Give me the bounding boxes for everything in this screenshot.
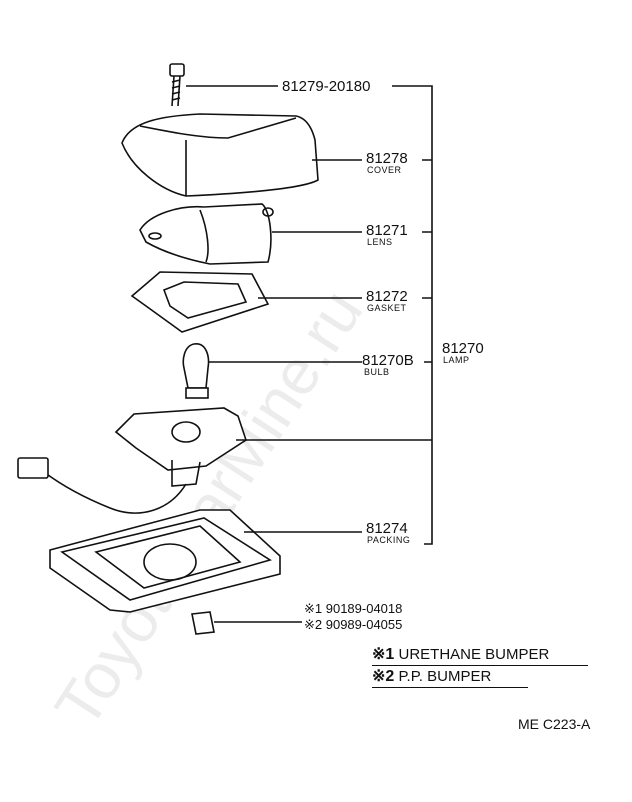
bumper-legend: ※1 URETHANE BUMPER ※2 P.P. BUMPER	[372, 644, 590, 688]
legend-text: P.P. BUMPER	[398, 668, 492, 685]
legend-text: URETHANE BUMPER	[398, 646, 550, 663]
svg-text:81278: 81278	[366, 150, 408, 167]
svg-text:LAMP: LAMP	[443, 355, 470, 365]
legend-mark: ※2	[372, 668, 395, 685]
callout-gasket: 81272 GASKET	[366, 288, 408, 313]
svg-text:81271: 81271	[366, 222, 408, 239]
packing-part	[49, 509, 281, 613]
gasket-part	[130, 271, 270, 333]
svg-text:81272: 81272	[366, 288, 408, 305]
svg-text:※2 90989-04055: ※2 90989-04055	[304, 617, 402, 632]
bulb-part	[182, 343, 210, 399]
legend-mark: ※1	[372, 646, 395, 663]
svg-text:81270B: 81270B	[362, 352, 414, 369]
svg-text:PACKING: PACKING	[367, 535, 410, 545]
svg-text:BULB: BULB	[364, 367, 390, 377]
callout-bulb: 81270B BULB	[362, 352, 414, 377]
svg-text:GASKET: GASKET	[367, 303, 407, 313]
callout-packing: 81274 PACKING	[366, 520, 410, 545]
svg-text:COVER: COVER	[367, 165, 402, 175]
svg-text:81270: 81270	[442, 340, 484, 357]
svg-text:※1 90189-04018: ※1 90189-04018	[304, 601, 402, 616]
diagram-code: ME C223-A	[518, 716, 591, 732]
leader-lines	[186, 85, 433, 623]
screw-part	[169, 63, 185, 107]
callout-clips: ※1 90189-04018 ※2 90989-04055	[304, 601, 402, 632]
lens-part	[139, 203, 274, 265]
callout-screw: 81279-20180	[282, 78, 370, 95]
clip-part	[191, 611, 215, 635]
callout-lens: 81271 LENS	[366, 222, 408, 247]
cover-part	[121, 113, 319, 197]
callout-lamp-assembly: 81270 LAMP	[442, 340, 484, 365]
callout-cover: 81278 COVER	[366, 150, 408, 175]
legend-row-pp: ※2 P.P. BUMPER	[372, 666, 528, 688]
legend-row-urethane: ※1 URETHANE BUMPER	[372, 644, 588, 666]
svg-text:81279-20180: 81279-20180	[282, 78, 370, 95]
svg-text:LENS: LENS	[367, 237, 393, 247]
socket-housing-part	[17, 407, 247, 514]
svg-text:81274: 81274	[366, 520, 408, 537]
